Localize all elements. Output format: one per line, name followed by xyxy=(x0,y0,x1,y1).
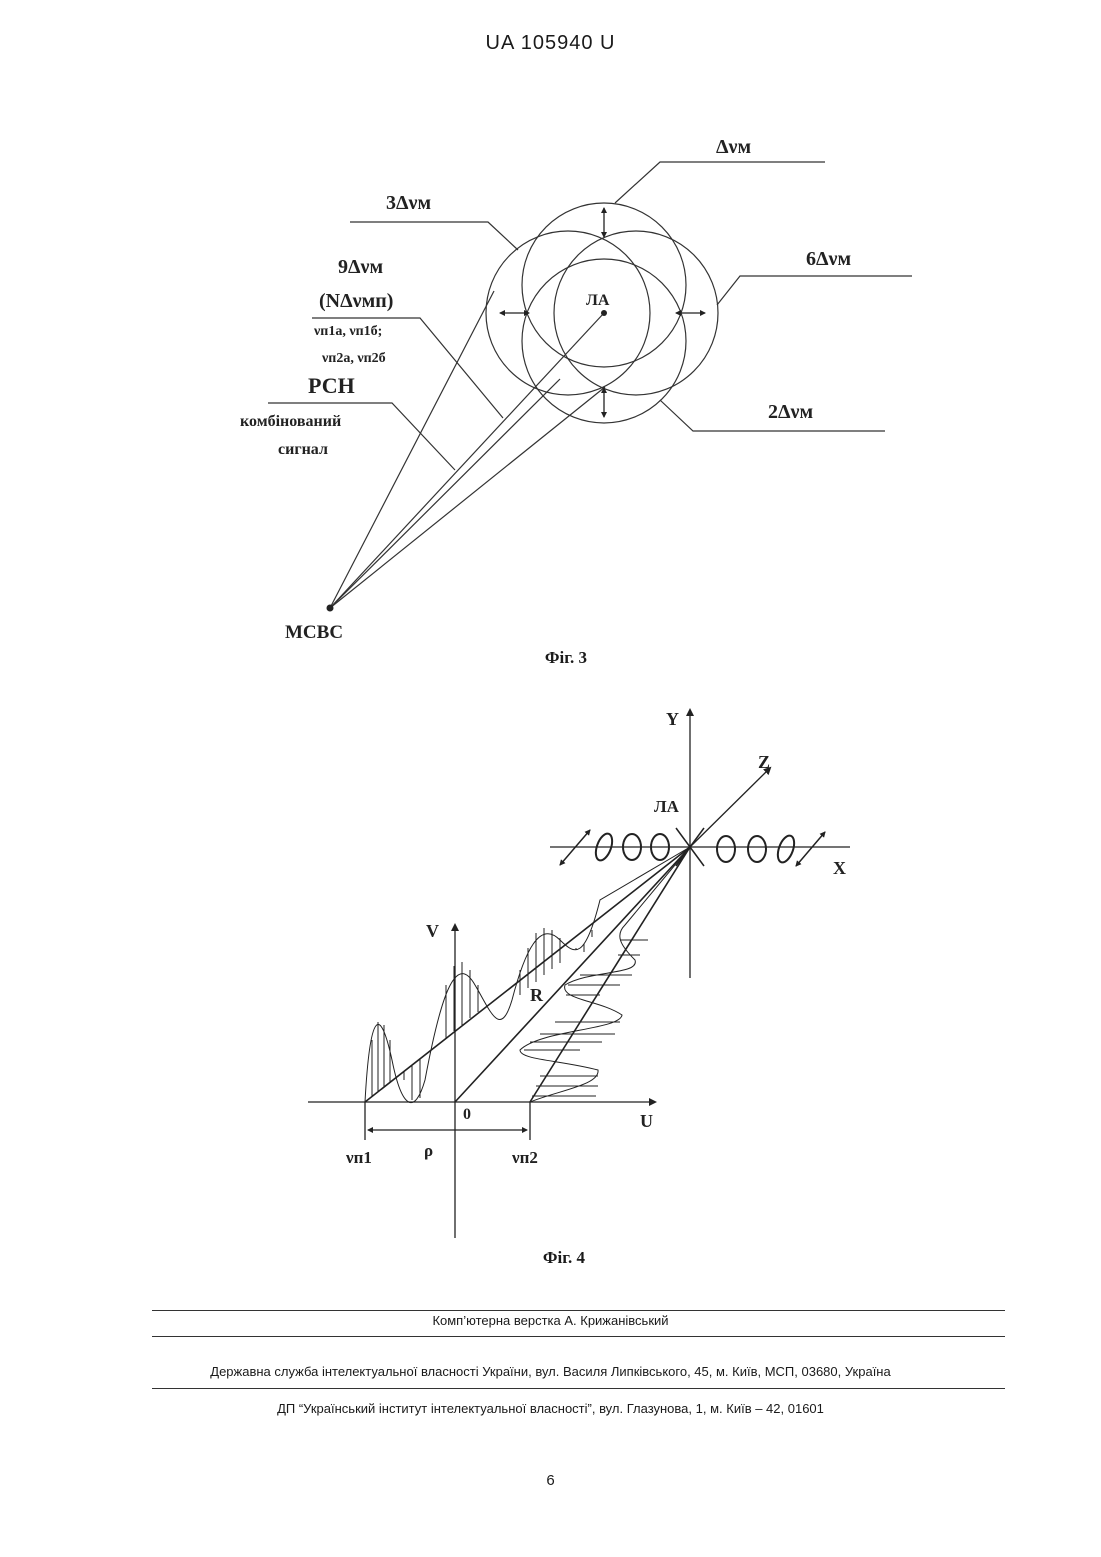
agency-address: Державна служба інтелектуальної власност… xyxy=(0,1364,1101,1379)
fig4-caption: Фіг. 4 xyxy=(464,1248,664,1268)
fig3-caption: Фіг. 3 xyxy=(466,648,666,668)
label-la-4: ЛА xyxy=(654,797,680,816)
label-nu-p1: νп1 xyxy=(345,1148,372,1167)
footer-rule-1 xyxy=(152,1310,1005,1311)
ray-3 xyxy=(330,379,560,608)
footer-rule-2 xyxy=(152,1336,1005,1337)
la-point xyxy=(601,310,607,316)
label-nu-p2: νп2 xyxy=(511,1148,538,1167)
label-dnu: Δνм xyxy=(716,136,751,158)
fig4-wave-2 xyxy=(520,847,690,1102)
label-n-dnu-mp: (NΔνмп) xyxy=(319,290,393,312)
label-9dnu: 9Δνм xyxy=(338,256,383,278)
label-zero: 0 xyxy=(463,1106,471,1123)
institute-address: ДП “Український інститут інтелектуальної… xyxy=(0,1401,1101,1416)
label-la: ЛА xyxy=(586,292,610,309)
label-v: V xyxy=(426,921,439,941)
page-number: 6 xyxy=(0,1472,1101,1489)
label-rho: ρ xyxy=(424,1141,433,1160)
fig3-diagram xyxy=(268,162,912,608)
leader-dnu xyxy=(615,162,825,203)
ray-0 xyxy=(455,847,690,1102)
fig4-axes xyxy=(308,710,850,1238)
label-y: Y xyxy=(666,709,679,729)
ray-4 xyxy=(330,387,605,608)
label-combined-1: комбінований xyxy=(240,413,341,430)
label-nu-line2: νп2а, νп2б xyxy=(321,351,386,366)
label-x: X xyxy=(833,858,846,878)
footer-rule-3 xyxy=(152,1388,1005,1389)
layout-credit: Комп’ютерна верстка А. Крижанівський xyxy=(0,1313,1101,1328)
label-u: U xyxy=(640,1111,653,1131)
leader-3dnu xyxy=(350,222,518,250)
label-nu-line1: νп1а, νп1б; xyxy=(313,324,382,339)
msvs-point xyxy=(327,605,334,612)
label-combined-2: сигнал xyxy=(278,441,328,458)
label-z: Z xyxy=(758,752,770,772)
label-rsn: РСН xyxy=(308,373,355,398)
label-3dnu: 3Δνм xyxy=(386,192,431,214)
label-6dnu: 6Δνм xyxy=(806,248,851,270)
label-2dnu: 2Δνм xyxy=(768,401,813,423)
leader-6dnu xyxy=(717,276,912,305)
label-msvs: МСВС xyxy=(285,622,343,643)
label-r: R xyxy=(530,985,544,1005)
